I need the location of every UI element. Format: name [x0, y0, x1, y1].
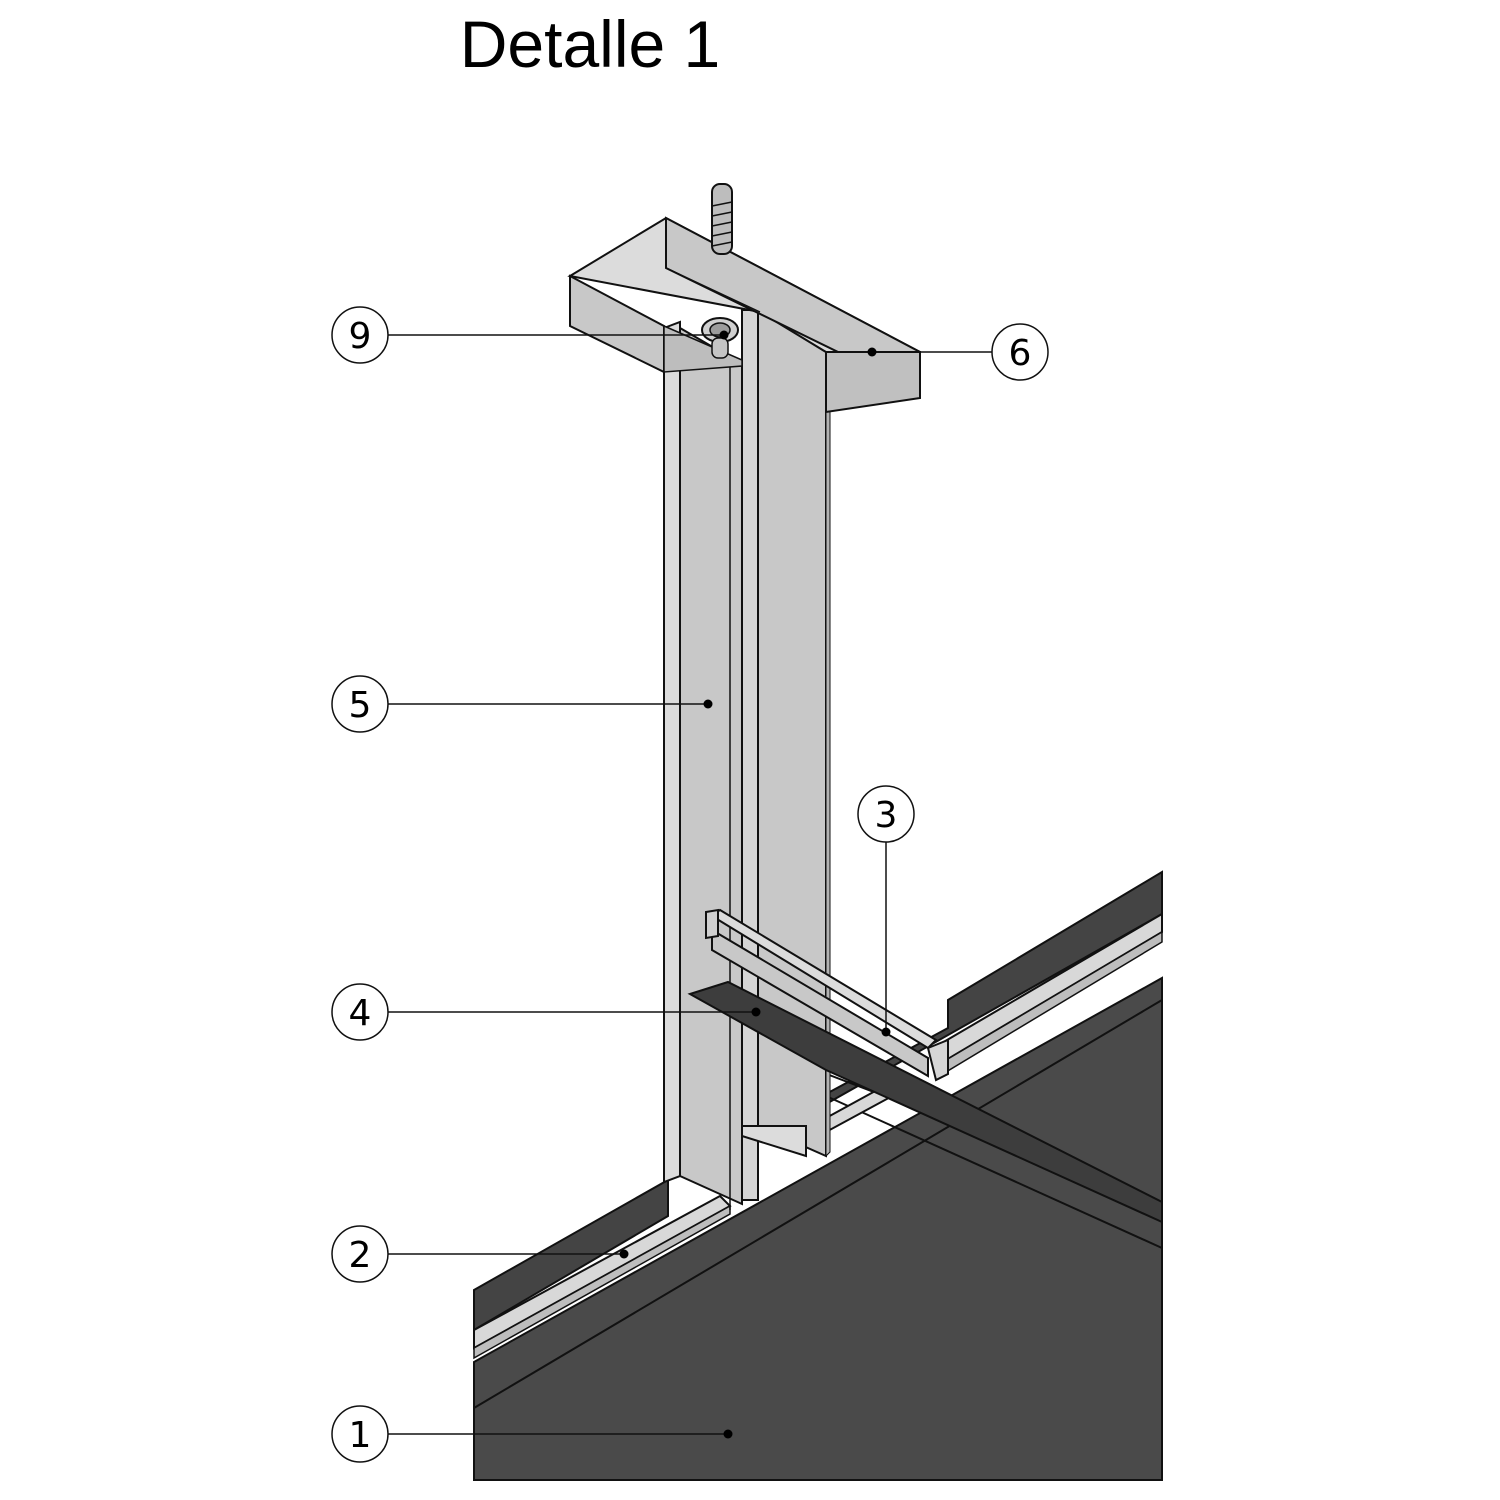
callout-number: 3: [875, 795, 898, 836]
callout-6: 6: [867, 323, 1049, 381]
threaded-rod: [711, 183, 733, 255]
leader-dot: [881, 1027, 891, 1037]
t-profile-flange: [687, 980, 1163, 1224]
callout-number: 5: [349, 685, 372, 726]
callout-circle: [331, 306, 389, 364]
track-lower-lip: [473, 1204, 731, 1360]
bolt-shank: [711, 337, 729, 359]
board-edge-line: [473, 999, 1163, 1409]
callout-circle: [331, 1225, 389, 1283]
runner-cross-end: [926, 1038, 949, 1082]
hanger-front-face: [679, 326, 743, 1206]
board-edge-strip: [473, 1178, 669, 1332]
callout-number: 2: [349, 1235, 372, 1276]
bracket-inner-line: [665, 267, 761, 313]
rod-thread: [711, 231, 733, 237]
callout-1: 1: [331, 1405, 733, 1463]
callout-5: 5: [331, 675, 713, 733]
leader-dot: [619, 1249, 629, 1259]
callout-circle: [857, 785, 915, 843]
main-runner: [705, 908, 949, 1082]
hanger-web: [741, 309, 759, 1201]
callout-circle: [331, 1405, 389, 1463]
rod-thread: [711, 211, 733, 217]
leader-dot: [719, 330, 729, 340]
callout-number: 9: [349, 316, 372, 357]
callout-circle: [331, 675, 389, 733]
runner-web: [711, 928, 929, 1078]
callout-2: 2: [331, 1225, 629, 1283]
board-joint-line-b: [825, 1095, 1163, 1249]
rod-thread: [711, 221, 733, 227]
callout-3: 3: [857, 785, 915, 1037]
callout-number: 6: [1009, 333, 1032, 374]
plasterboard-panel: [473, 870, 1163, 1481]
hanger-bottom-notch: [741, 1125, 807, 1158]
leader-dot: [751, 1007, 761, 1017]
flange-dark: [687, 980, 1163, 1224]
rod-thread: [711, 201, 733, 207]
leader-dot: [867, 347, 877, 357]
top-channel-bracket: [567, 216, 921, 414]
callout-circle: [991, 323, 1049, 381]
vertical-hanger-profile: [663, 308, 831, 1210]
bolt-nut: [701, 317, 739, 359]
perimeter-track: [473, 912, 1163, 1360]
hanger-front-lip: [663, 320, 681, 1184]
leader-dot: [703, 699, 713, 709]
callout-4: 4: [331, 983, 761, 1041]
callout-number: 4: [349, 993, 372, 1034]
diagram-title: Detalle 1: [459, 7, 721, 81]
callout-circle: [331, 983, 389, 1041]
rod-thread: [711, 241, 733, 247]
bracket-right-flange: [825, 351, 921, 414]
callout-number: 1: [349, 1415, 372, 1456]
leader-dot: [723, 1429, 733, 1439]
callout-9: 9: [331, 306, 729, 364]
runner-bulb: [705, 908, 719, 940]
callout-layer: 9 6 5 3 4 2 1: [331, 306, 1049, 1463]
rod-body: [711, 183, 733, 255]
